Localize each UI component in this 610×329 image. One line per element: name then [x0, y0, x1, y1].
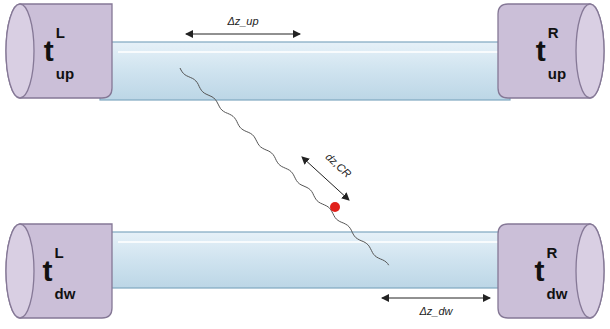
- dimension-label: Δz_dw: [417, 305, 454, 318]
- bar-subscript: dw: [55, 286, 76, 301]
- pmt-cap-outline: [4, 2, 114, 100]
- pmt-cap: tRup: [496, 2, 606, 100]
- cap-label: tRdw: [496, 222, 606, 320]
- lower-bar: [100, 232, 510, 288]
- side-superscript: L: [55, 245, 76, 260]
- script-column: Lup: [56, 31, 74, 71]
- time-symbol: t: [535, 256, 545, 286]
- pmt-cap-outline: [496, 2, 606, 100]
- bar-highlight: [118, 51, 500, 53]
- hit-point: [330, 202, 340, 212]
- pmt-cap-outline: [4, 222, 114, 320]
- pmt-cap-outline: [496, 222, 606, 320]
- pmt-cap: tLdw: [4, 222, 114, 320]
- dimension-label: Δz_up: [225, 15, 260, 28]
- time-symbol: t: [536, 36, 546, 66]
- pmt-cap: tLup: [4, 2, 114, 100]
- script-column: Rdw: [547, 251, 568, 291]
- cap-label: tLup: [4, 2, 114, 100]
- bar-subscript: dw: [547, 286, 568, 301]
- particle-track: [180, 68, 389, 265]
- cap-label: tRup: [496, 2, 606, 100]
- side-superscript: L: [56, 25, 74, 40]
- time-symbol: t: [43, 256, 53, 286]
- bar-highlight: [118, 241, 500, 243]
- side-superscript: R: [547, 245, 568, 260]
- cap-label: tLdw: [4, 222, 114, 320]
- dimension-label: dz,CR: [321, 149, 355, 182]
- bar-subscript: up: [56, 66, 74, 81]
- dimension-arrow: [186, 34, 300, 35]
- time-symbol: t: [44, 36, 54, 66]
- pmt-cap: tRdw: [496, 222, 606, 320]
- script-column: Ldw: [55, 251, 76, 291]
- side-superscript: R: [548, 25, 566, 40]
- script-column: Rup: [548, 31, 566, 71]
- dimension-arrow: [382, 298, 490, 299]
- bar-subscript: up: [548, 66, 566, 81]
- upper-bar: [100, 42, 510, 100]
